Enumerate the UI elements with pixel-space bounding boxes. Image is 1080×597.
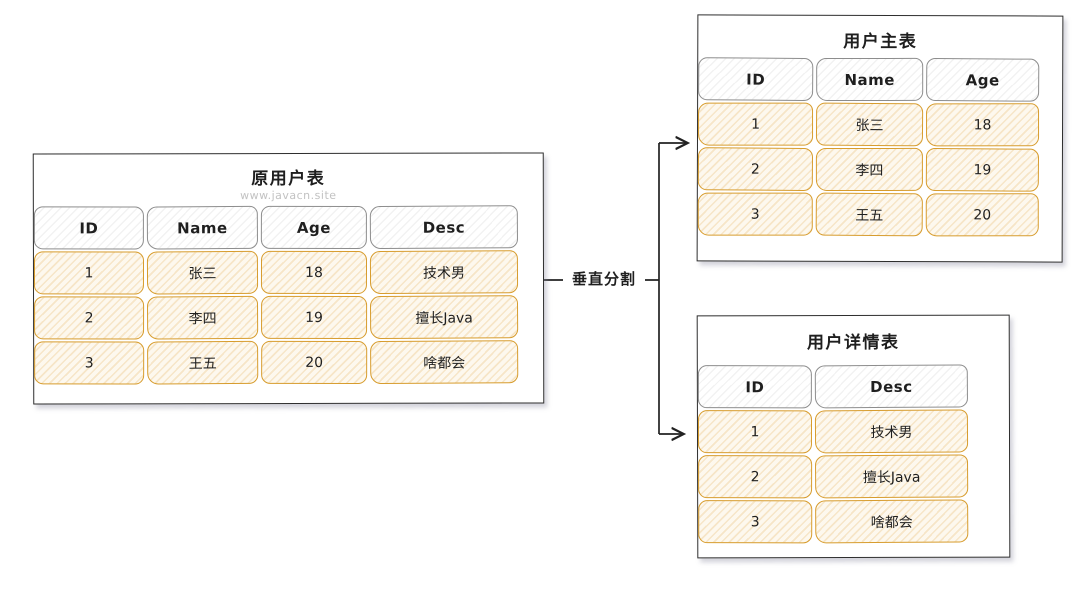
table-cell: 张三	[146, 250, 259, 295]
user-main-table-title: 用户主表	[843, 31, 918, 53]
table-cell: 1	[698, 102, 814, 146]
table-cell: 啥都会	[370, 340, 519, 385]
table-cell: 20	[925, 193, 1039, 237]
user-detail-table-title: 用户详情表	[806, 332, 900, 354]
user-main-table-panel: 用户主表 ID Name Age 1 张三 18 2 李四 19 3 王五 20	[696, 14, 1064, 263]
column-header: Age	[926, 57, 1040, 102]
table-cell: 1	[697, 410, 813, 454]
table-cell: 王五	[815, 192, 923, 237]
table-cell: 技术男	[814, 409, 969, 454]
table-cell: 19	[261, 295, 368, 340]
original-table: ID Name Age Desc 1 张三 18 技术男 2 李四 19 擅长J…	[33, 205, 543, 385]
table-cell: 张三	[815, 102, 924, 147]
column-header: Name	[816, 57, 924, 102]
table-cell: 王五	[147, 340, 259, 385]
table-cell: 1	[33, 251, 145, 295]
column-header: ID	[697, 365, 812, 409]
table-cell: 李四	[815, 147, 923, 192]
original-table-title: 原用户表	[251, 168, 326, 190]
table-cell: 2	[34, 296, 145, 340]
table-cell: 20	[261, 340, 368, 385]
table-cell: 18	[926, 103, 1040, 147]
table-cell: 19	[925, 147, 1040, 192]
column-header: ID	[33, 206, 144, 250]
table-cell: 2	[698, 455, 813, 499]
user-detail-table: ID Desc 1 技术男 2 擅长Java 3 啥都会	[697, 364, 1009, 544]
table-cell: 3	[34, 341, 145, 385]
table-cell: 3	[697, 192, 813, 236]
column-header: Name	[146, 205, 259, 250]
column-header: ID	[698, 57, 814, 102]
user-detail-table-panel: 用户详情表 ID Desc 1 技术男 2 擅长Java 3 啥都会	[696, 314, 1011, 559]
original-table-panel: 原用户表 www.javacn.site ID Name Age Desc 1 …	[32, 152, 545, 405]
column-header: Age	[260, 205, 367, 250]
table-cell: 擅长Java	[369, 295, 519, 340]
user-main-table: ID Name Age 1 张三 18 2 李四 19 3 王五 20	[697, 57, 1063, 237]
table-cell: 3	[698, 500, 813, 544]
table-cell: 18	[260, 250, 368, 295]
split-label: 垂直分割	[563, 268, 645, 290]
watermark: www.javacn.site	[240, 188, 337, 203]
table-cell: 擅长Java	[814, 454, 969, 499]
column-header: Desc	[814, 364, 969, 409]
table-cell: 李四	[146, 295, 259, 340]
table-cell: 啥都会	[815, 499, 969, 544]
table-cell: 2	[697, 147, 814, 192]
column-header: Desc	[369, 205, 519, 250]
table-cell: 技术男	[369, 250, 519, 295]
